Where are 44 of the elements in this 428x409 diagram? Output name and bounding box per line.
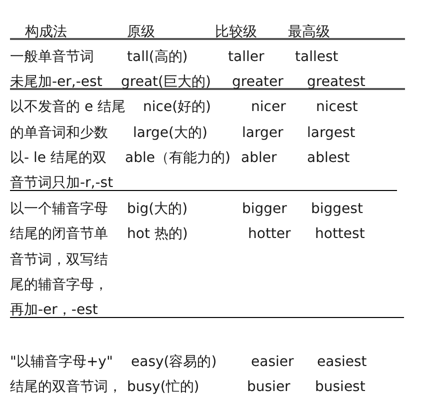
table-text: tall(高的) (127, 48, 188, 66)
table-text: hottest (315, 225, 365, 243)
table-text: greater (232, 73, 284, 91)
table-text: great(巨大的) (121, 73, 211, 91)
table-text: bigger (242, 200, 287, 218)
table-text: able（有能力的) (125, 149, 230, 167)
table-text: larger (242, 124, 284, 142)
table-text: abler (241, 149, 277, 167)
table-text: biggest (311, 200, 363, 218)
table-text: greatest (307, 73, 366, 91)
table-text: 以不发音的 e 结尾 (10, 98, 126, 116)
table-text: 结尾的闭音节单 (10, 225, 108, 243)
table-text: easy(容易的) (131, 353, 217, 371)
table-text: easiest (317, 353, 367, 371)
table-text: easier (251, 353, 294, 371)
table-text: 未尾加-er,-est (10, 73, 102, 91)
table-text: busiest (315, 378, 366, 396)
table-text: hotter (248, 225, 291, 243)
table-text: 音节词，双写结 (10, 251, 108, 269)
table-text: busy(忙的) (127, 378, 200, 396)
table-text: nicer (251, 98, 286, 116)
table-text: nice(好的) (143, 98, 211, 116)
table-text: largest (307, 124, 356, 142)
table-text: "以辅音字母+y" (10, 353, 113, 371)
table-text: 比较级 (215, 23, 257, 41)
table-text: 结尾的双音节词， (10, 378, 122, 396)
table-text: 一般单音节词 (10, 48, 94, 66)
table-text: ablest (307, 149, 350, 167)
table-text: 原级 (127, 23, 155, 41)
table-text: 尾的辅音字母， (10, 276, 108, 294)
table-text: 音节词只加-r,-st (10, 174, 114, 192)
table-text: 以一个辅音字母 (10, 200, 108, 218)
table-text: 最高级 (288, 23, 330, 41)
table-text: busier (247, 378, 290, 396)
table-text: big(大的) (127, 200, 188, 218)
table-text: hot 热的) (127, 225, 188, 243)
table-text: tallest (295, 48, 338, 66)
table-text: 构成法 (25, 23, 67, 41)
table-text: taller (228, 48, 264, 66)
table-text: 再加-er，-est (10, 301, 98, 319)
table-text: 的单音词和少数 (10, 124, 108, 142)
table-text: 以- le 结尾的双 (10, 149, 106, 167)
table-text: nicest (316, 98, 358, 116)
table-text: large(大的) (133, 124, 208, 142)
